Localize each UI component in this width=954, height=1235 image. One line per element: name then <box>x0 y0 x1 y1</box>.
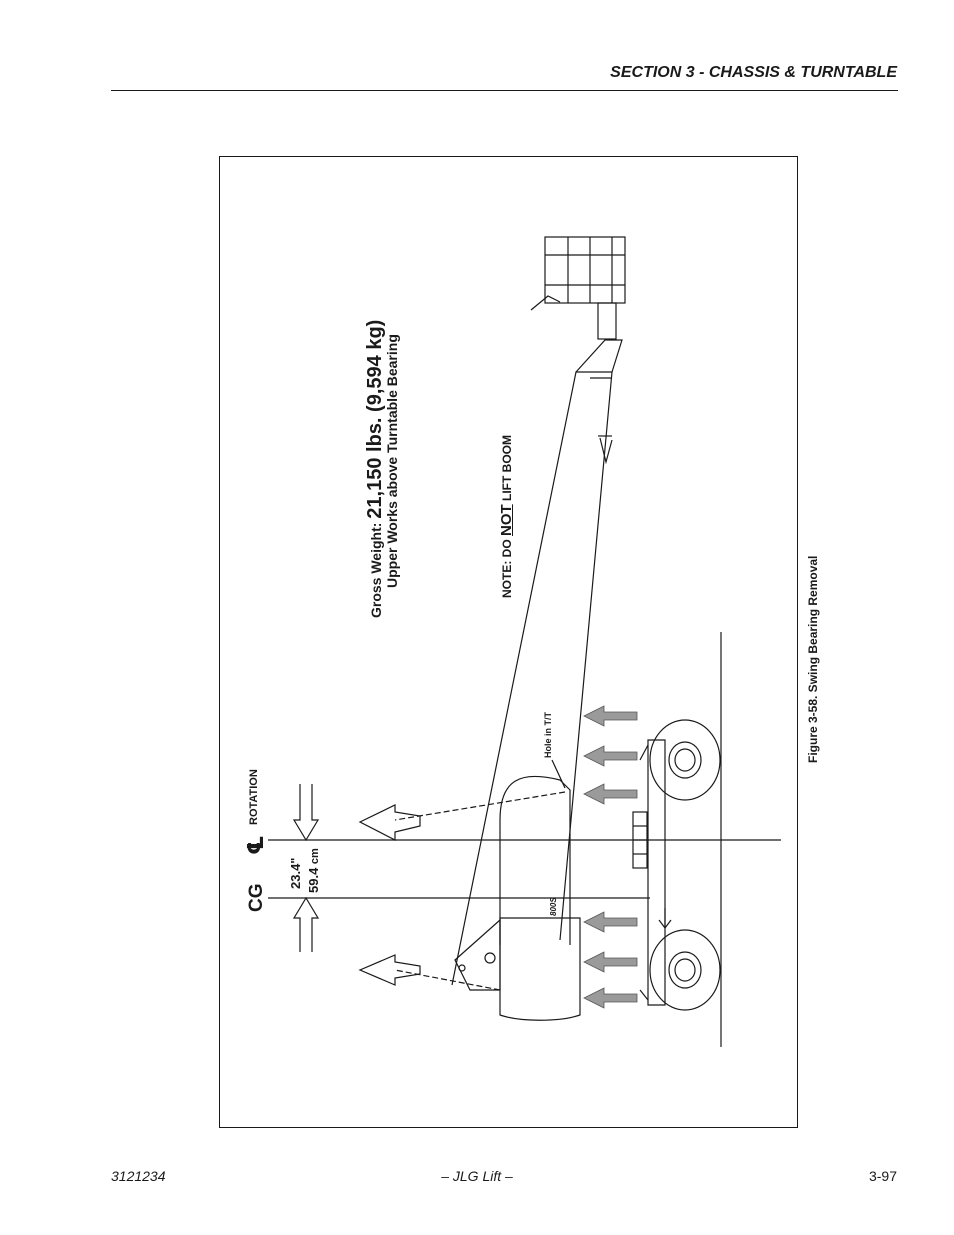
platform <box>544 236 626 304</box>
chassis-frame <box>647 739 666 1006</box>
note-suffix: LIFT BOOM <box>500 435 514 505</box>
lift-chain-top <box>394 791 566 821</box>
boom-fly-section <box>575 339 623 373</box>
dimension-arrow-top <box>292 784 320 842</box>
company-name: – JLG Lift – <box>441 1168 513 1184</box>
wheel-rear <box>649 929 721 1011</box>
hole-label: Hole in T/T <box>543 712 553 758</box>
counterweight <box>499 917 581 1021</box>
lift-arrow-bottom <box>358 954 421 986</box>
offset-cm: 59.4 cm <box>306 848 321 893</box>
weight-subtitle: Upper Works above Turntable Bearing <box>384 334 400 588</box>
figure-caption: Figure 3-58. Swing Bearing Removal <box>806 555 820 763</box>
rotation-label: ROTATION <box>248 769 260 825</box>
offset-cm-value: 59.4 <box>306 867 321 893</box>
lift-arrow-top <box>358 804 421 841</box>
decal-label: 800S <box>549 897 558 916</box>
note-prefix: NOTE: DO <box>500 536 514 598</box>
note-emphasis: NOT <box>498 504 515 536</box>
boom <box>451 371 613 986</box>
wheel-front <box>649 719 721 801</box>
hole-leader <box>551 759 566 789</box>
lift-chain-bottom <box>394 969 501 991</box>
offset-cm-unit: cm <box>309 848 321 865</box>
section-title: SECTION 3 - CHASSIS & TURNTABLE <box>610 64 897 81</box>
page-number: 3-97 <box>868 1168 897 1184</box>
turntable-riser <box>499 775 571 945</box>
note-line: NOTE: DO NOT LIFT BOOM <box>498 435 515 598</box>
platform-rotator <box>597 302 617 340</box>
gross-weight-label: Gross Weight: <box>368 522 384 618</box>
cg-label: CG <box>246 883 267 913</box>
centerline-symbol: ℄ <box>243 835 268 855</box>
doc-number: 3121234 <box>111 1168 166 1184</box>
push-arrows <box>583 705 638 1009</box>
offset-inches: 23.4" <box>288 857 303 889</box>
header-rule <box>111 90 898 91</box>
figure-frame <box>219 156 798 1128</box>
direction-arrow <box>658 908 672 929</box>
dimension-arrow-bottom <box>292 896 320 952</box>
gross-weight-value: 21,150 lbs. (9,594 kg) <box>364 319 386 519</box>
